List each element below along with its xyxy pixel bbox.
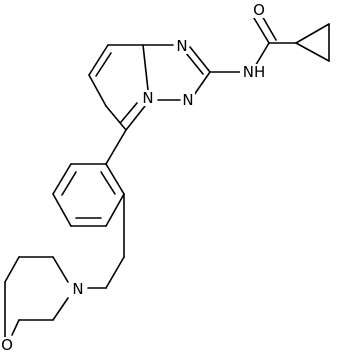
triazole-n-bottom-label: N bbox=[181, 91, 195, 109]
bond bbox=[142, 44, 149, 91]
bond bbox=[193, 71, 211, 96]
bond bbox=[120, 102, 138, 123]
carbonyl-double-bond-a bbox=[253, 17, 270, 44]
bond bbox=[295, 23, 330, 44]
bond bbox=[100, 171, 116, 195]
bond bbox=[189, 46, 211, 73]
bond bbox=[105, 193, 125, 227]
bond bbox=[52, 193, 72, 227]
benzene-ring bbox=[52, 163, 125, 227]
pyridine-ring bbox=[88, 44, 146, 131]
atom-labels: O NH N N N N O bbox=[0, 1, 268, 354]
bond bbox=[105, 256, 125, 289]
bond bbox=[61, 171, 77, 196]
morpholine-oxygen-label: O bbox=[0, 336, 14, 354]
bond bbox=[4, 256, 20, 283]
bond bbox=[95, 52, 112, 77]
morpholine-oxygen-text: O bbox=[1, 336, 13, 354]
bond bbox=[253, 42, 270, 69]
carbonyl-oxygen-text: O bbox=[253, 1, 265, 19]
triazole-n-bottom-text: N bbox=[182, 91, 193, 109]
bond bbox=[185, 52, 204, 75]
bond bbox=[105, 105, 127, 131]
triazole-n-top-label: N bbox=[175, 37, 189, 55]
amide-nitrogen-text: NH bbox=[243, 63, 266, 81]
carbonyl-double-bond-b bbox=[260, 13, 277, 41]
carbonyl-oxygen-label: O bbox=[252, 1, 266, 19]
bond bbox=[295, 42, 330, 62]
bond bbox=[125, 105, 146, 131]
triazole-n-bridge-text: N bbox=[142, 89, 153, 107]
triazole-n-top-text: N bbox=[176, 37, 187, 55]
cyclopropane-ring bbox=[295, 23, 330, 62]
bond bbox=[52, 297, 69, 321]
bond bbox=[105, 163, 125, 195]
bond bbox=[52, 256, 69, 283]
bond bbox=[52, 163, 72, 195]
bond bbox=[88, 44, 109, 76]
bond bbox=[105, 129, 127, 165]
morpholine-nitrogen-text: N bbox=[72, 280, 83, 298]
triazole-n-bridge-label: N bbox=[141, 89, 155, 107]
bond bbox=[11, 319, 20, 336]
morpholine-ring bbox=[0, 256, 69, 346]
amide-nitrogen-label: NH bbox=[240, 63, 268, 81]
bond bbox=[88, 74, 107, 107]
triazole-ring bbox=[142, 44, 211, 101]
morpholine-nitrogen-label: N bbox=[71, 280, 85, 298]
